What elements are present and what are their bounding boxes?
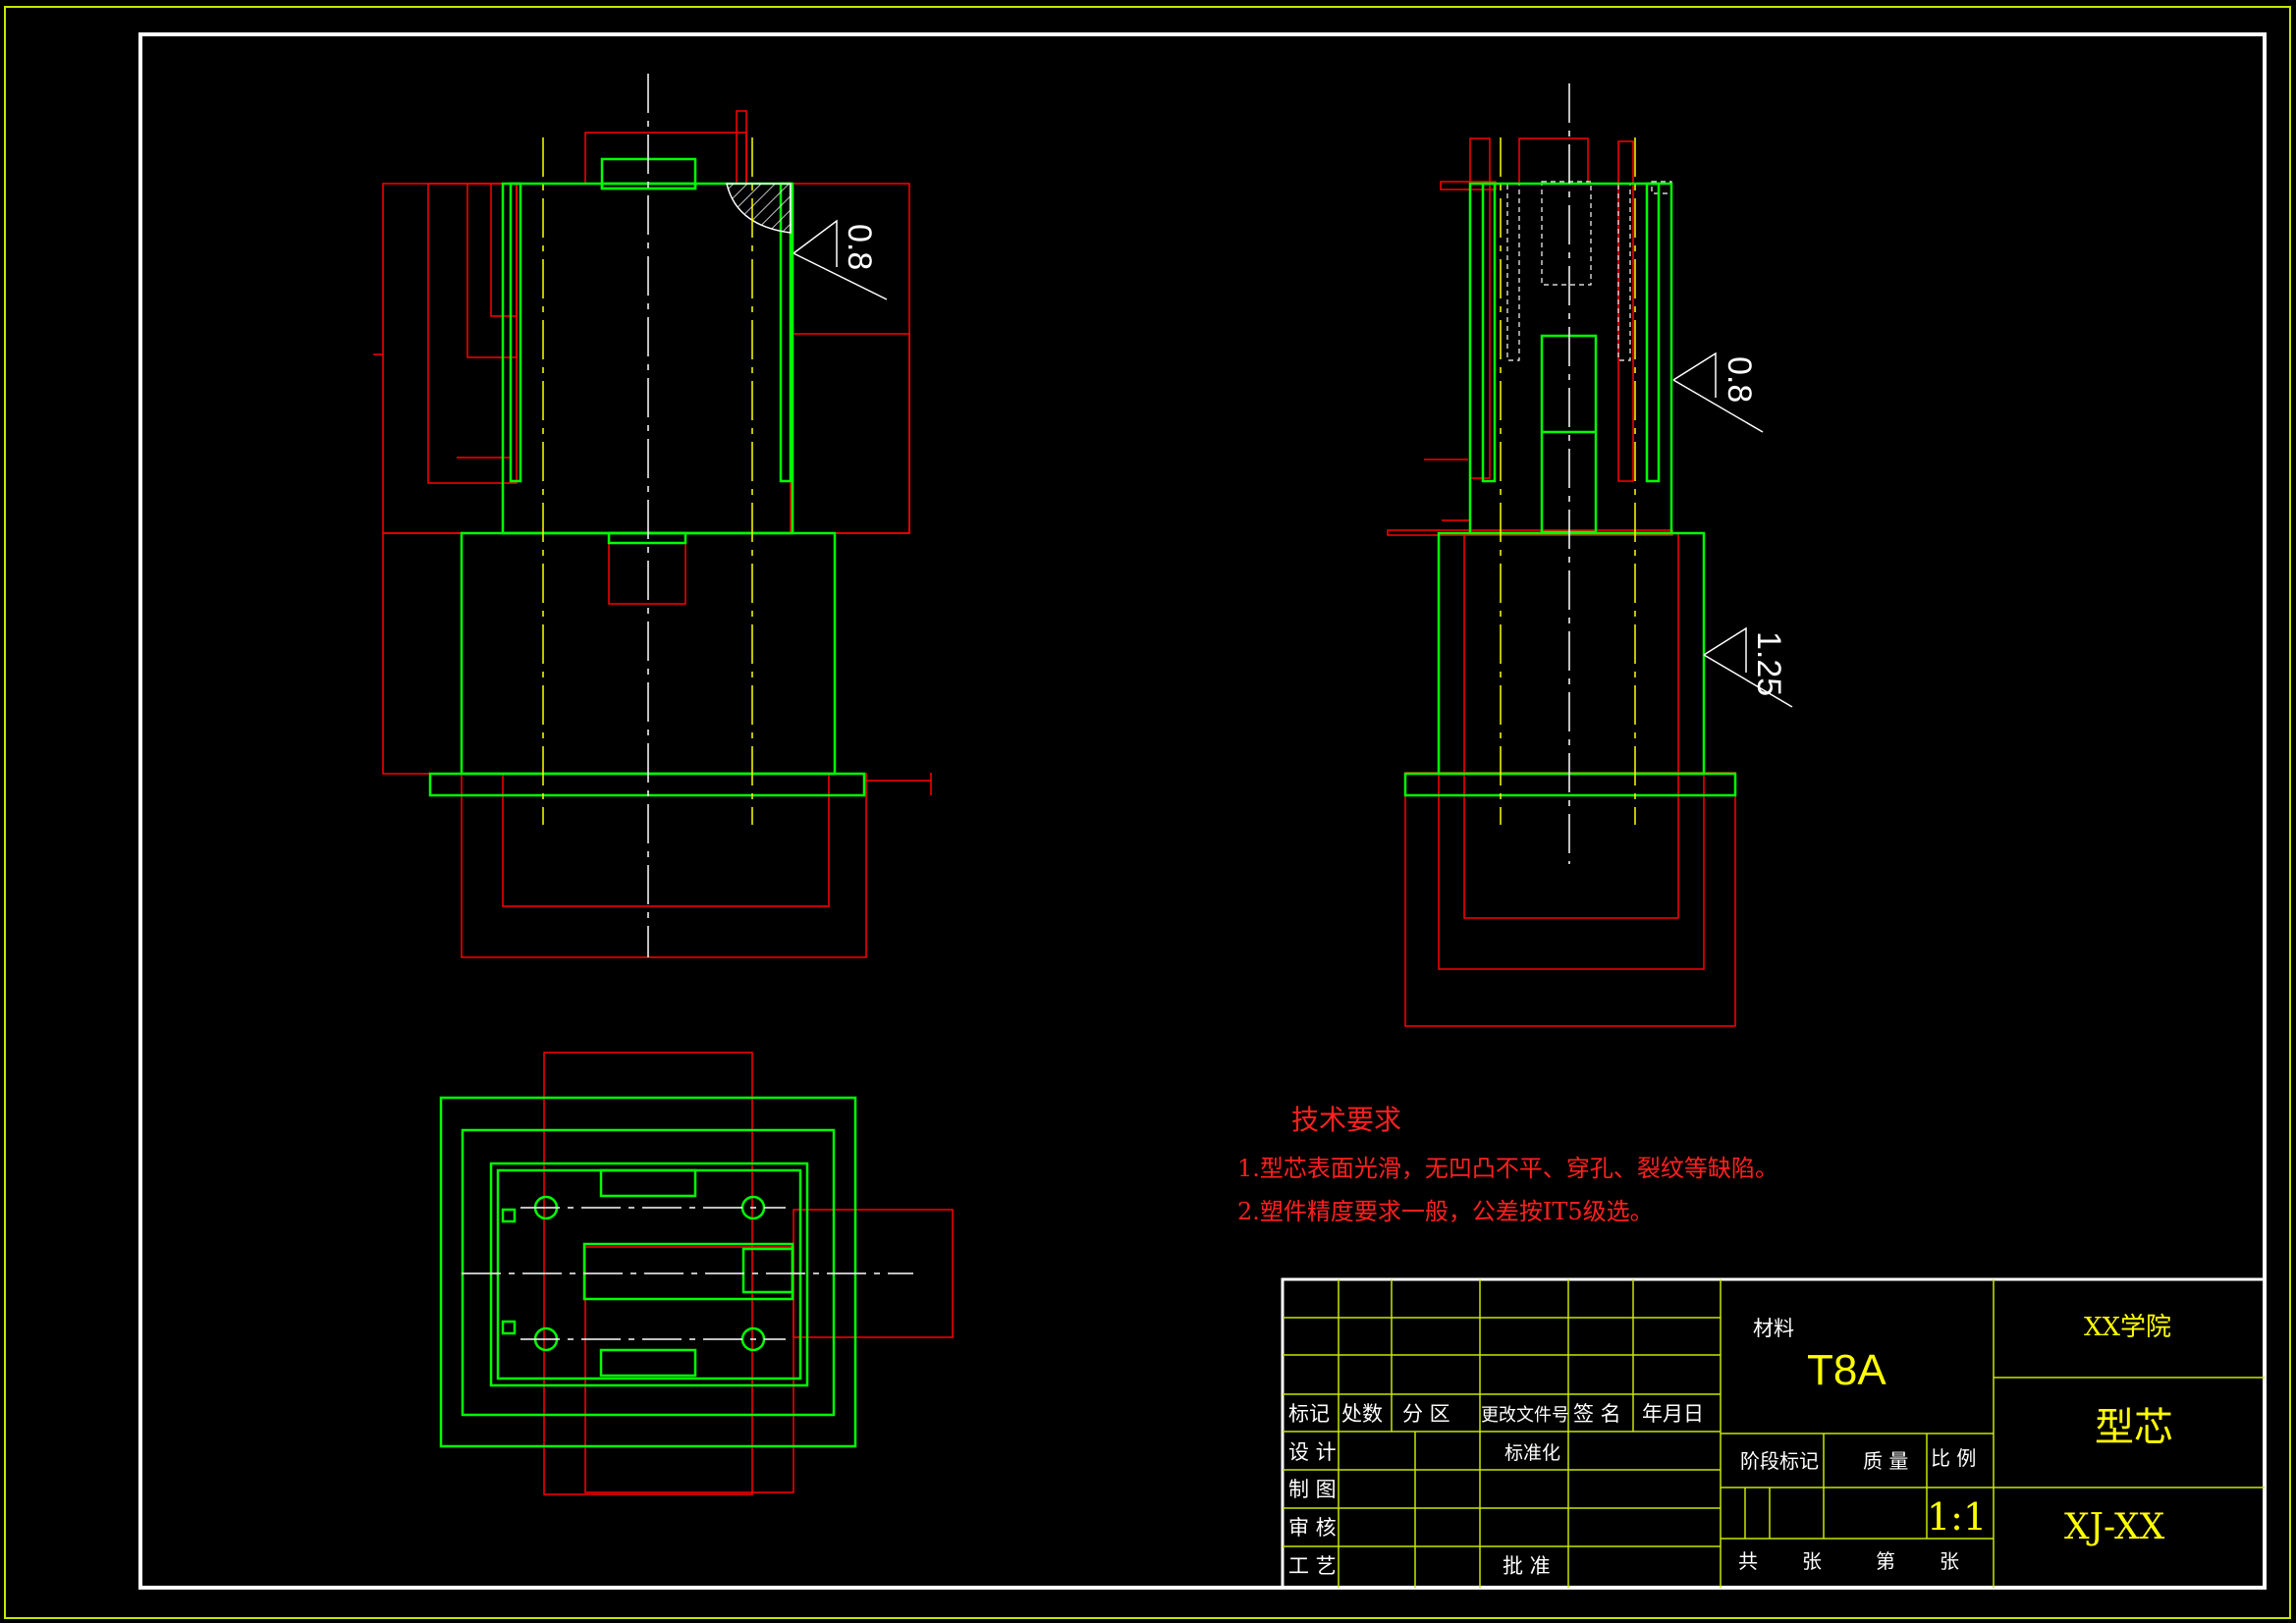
title-block-text: 标记 处数 分 区 更改文件号 签 名 年月日 设 计 制 图 审 核 工 艺 … xyxy=(1288,1313,2173,1578)
roughness-value-side-top: 0.8 xyxy=(1721,356,1758,403)
roughness-symbol-front xyxy=(793,219,888,300)
outer-frame xyxy=(4,6,2291,1619)
drawing-border xyxy=(138,32,2267,1590)
label-standardize: 标准化 xyxy=(1504,1442,1560,1464)
roughness-symbol-side-mid xyxy=(1703,626,1793,708)
row-header-zone: 分 区 xyxy=(1402,1402,1450,1426)
label-approve: 批 准 xyxy=(1503,1554,1551,1578)
scale-label: 比 例 xyxy=(1931,1446,1976,1470)
stage-label: 阶段标记 xyxy=(1740,1449,1819,1473)
sheet-index-label: 第 xyxy=(1876,1549,1895,1573)
front-view xyxy=(373,74,932,958)
label-check: 审 核 xyxy=(1288,1516,1337,1540)
material-value: T8A xyxy=(1807,1346,1886,1394)
material-label: 材料 xyxy=(1753,1317,1794,1340)
roughness-symbol-side-top xyxy=(1672,352,1764,433)
label-process: 工 艺 xyxy=(1288,1554,1337,1578)
part-name: 型芯 xyxy=(2095,1405,2173,1450)
row-header-change-doc: 更改文件号 xyxy=(1481,1405,1569,1426)
side-view xyxy=(1387,83,1737,1027)
sheet-total-label: 共 xyxy=(1738,1549,1758,1573)
sheet-unit-label-2: 张 xyxy=(1940,1549,1959,1573)
roughness-value-front: 0.8 xyxy=(841,224,878,270)
title-block xyxy=(1281,1277,2267,1590)
top-view xyxy=(439,1052,954,1495)
mass-label: 质 量 xyxy=(1863,1449,1908,1473)
scale-value: 1:1 xyxy=(1927,1495,1987,1539)
tech-req-item-2: 2.塑件精度要求一般，公差按IT5级选。 xyxy=(1237,1198,1654,1225)
row-header-mark: 标记 xyxy=(1288,1402,1330,1426)
roughness-value-side-mid: 1.25 xyxy=(1750,631,1787,696)
school-name: XX学院 xyxy=(2084,1313,2171,1342)
tech-req-title: 技术要求 xyxy=(1291,1104,1401,1136)
tech-req-item-1: 1.型芯表面光滑，无凹凸不平、穿孔、裂纹等缺陷。 xyxy=(1237,1155,1778,1182)
label-drawn: 制 图 xyxy=(1288,1478,1337,1501)
row-header-count: 处数 xyxy=(1341,1402,1383,1426)
drawing-number: XJ-XX xyxy=(2064,1507,2165,1547)
label-design: 设 计 xyxy=(1288,1440,1337,1464)
row-header-date: 年月日 xyxy=(1642,1402,1704,1426)
row-header-signature: 签 名 xyxy=(1573,1402,1621,1426)
sheet-unit-label-1: 张 xyxy=(1802,1549,1822,1573)
